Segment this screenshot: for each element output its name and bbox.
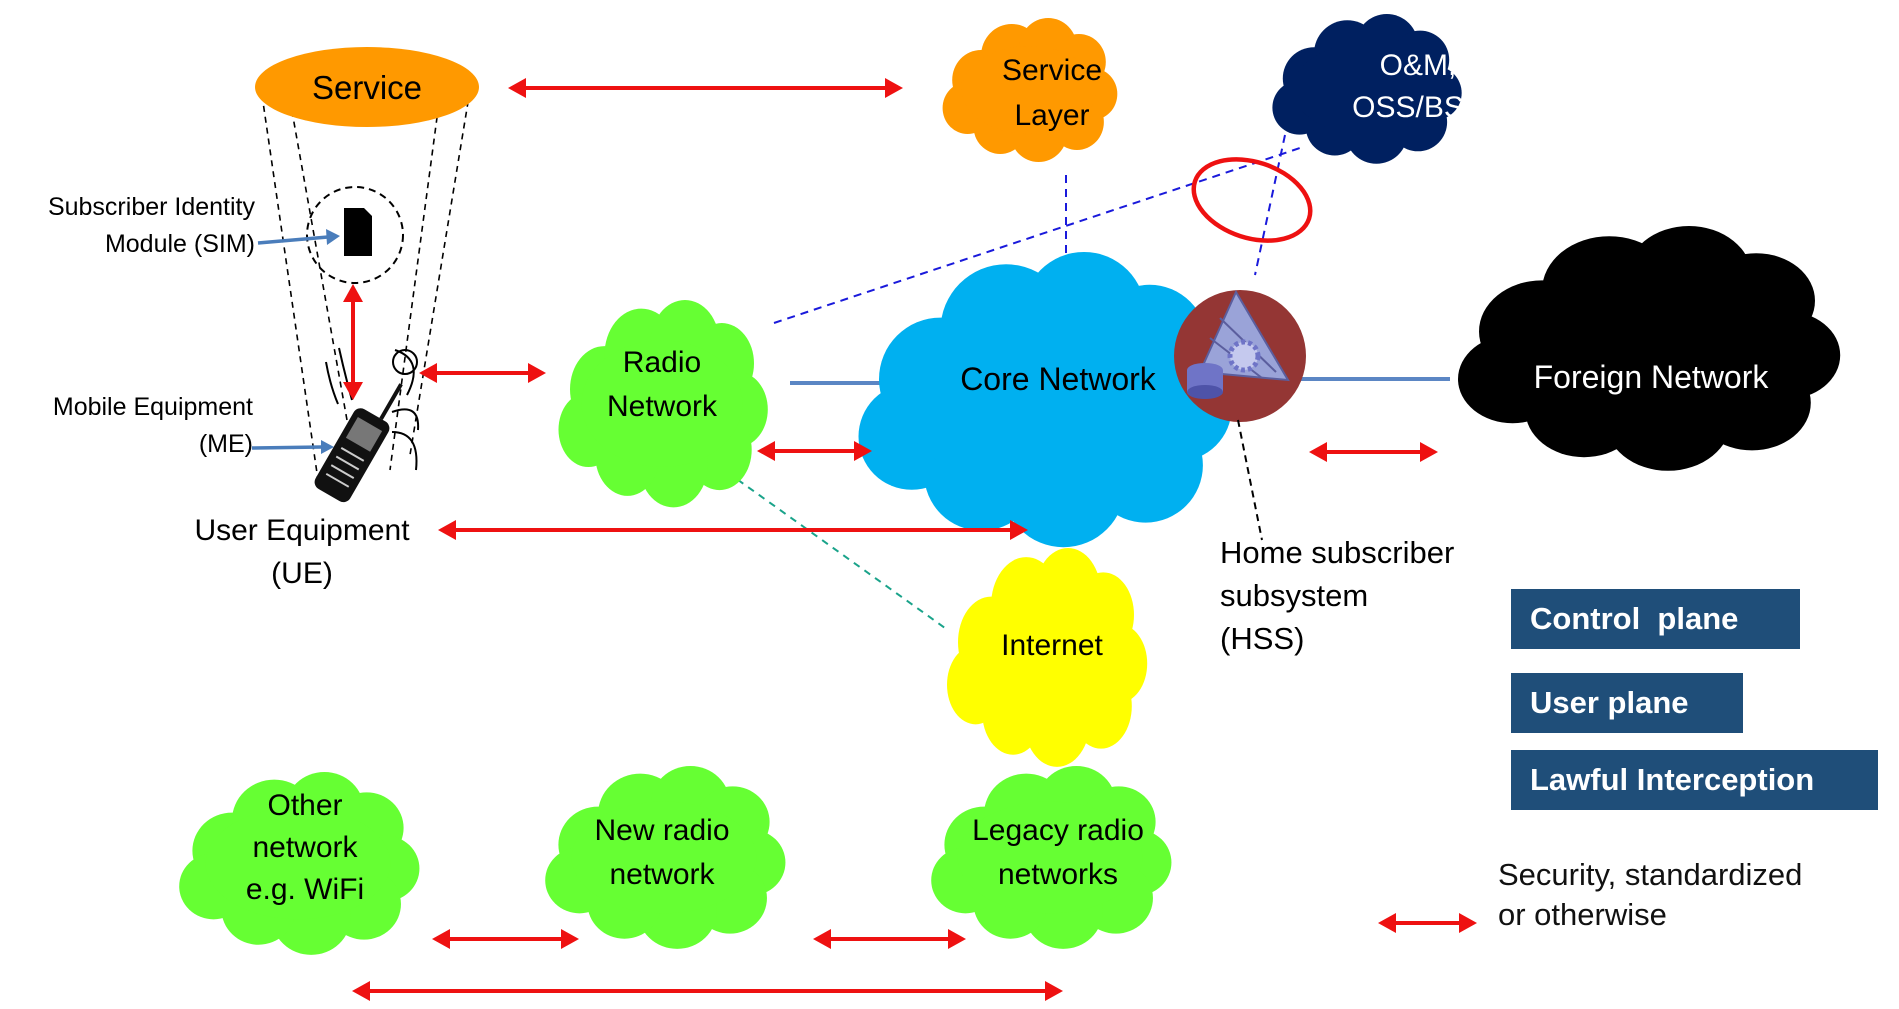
- internet-label: Internet: [1001, 629, 1103, 662]
- mobile-phone-icon: [314, 347, 420, 503]
- legend-lawful-interception-label: Lawful Interception: [1530, 762, 1815, 797]
- radio-internet-line: [726, 471, 946, 629]
- om-label: O&M,OSS/BSS: [1352, 49, 1484, 124]
- foreign-network-cloud: [1458, 226, 1841, 471]
- other-to-legacy-long-arrow: [352, 981, 1063, 1001]
- security-arrows: [343, 78, 1477, 1001]
- hss-pointer-line: [1237, 419, 1263, 541]
- service-to-service-layer-arrow: [508, 78, 903, 98]
- legend-security-note-line-2: or otherwise: [1498, 897, 1667, 932]
- user-plane-lines: [790, 377, 1450, 385]
- other-to-new-radio-arrow: [432, 929, 579, 949]
- om-cloud: [1272, 14, 1462, 164]
- legend-security-note: Security, standardized or otherwise: [1498, 855, 1802, 935]
- radio-to-core-arrow: [757, 441, 872, 461]
- legend-user-plane: User plane: [1511, 673, 1743, 733]
- ue-to-internet-arrow: [438, 520, 1028, 540]
- service-layer-cloud: [942, 18, 1118, 162]
- service-label: Service: [312, 69, 422, 106]
- new-to-legacy-radio-arrow: [813, 929, 966, 949]
- lawful-interception-ellipse: [1191, 157, 1313, 243]
- phone-to-radio-arrow: [419, 363, 546, 383]
- legend-control-plane-label: Control plane: [1530, 601, 1739, 636]
- legend-security-arrow: [1378, 913, 1477, 933]
- hss-database-gear-icon: [1174, 289, 1306, 422]
- legend-security-note-line-1: Security, standardized: [1498, 857, 1803, 892]
- service-node: [255, 47, 479, 127]
- pointer-arrows: [251, 229, 340, 454]
- sim-card-icon: [344, 208, 372, 256]
- legend-control-plane: Control plane: [1511, 589, 1800, 649]
- me-label: Mobile Equipment(ME): [53, 393, 253, 458]
- foreign-network-label: Foreign Network: [1534, 359, 1770, 395]
- core-to-foreign-arrow: [1309, 442, 1438, 462]
- sim-dashed-circle: [306, 186, 404, 284]
- legend-lawful-interception: Lawful Interception: [1511, 750, 1878, 810]
- sim-to-phone-arrow: [343, 284, 363, 400]
- ue-label: User Equipment(UE): [194, 514, 410, 590]
- legend-user-plane-label: User plane: [1530, 685, 1689, 720]
- service-cone: [261, 89, 471, 481]
- core-network-label: Core Network: [960, 361, 1157, 397]
- core-network-cloud: [858, 252, 1232, 548]
